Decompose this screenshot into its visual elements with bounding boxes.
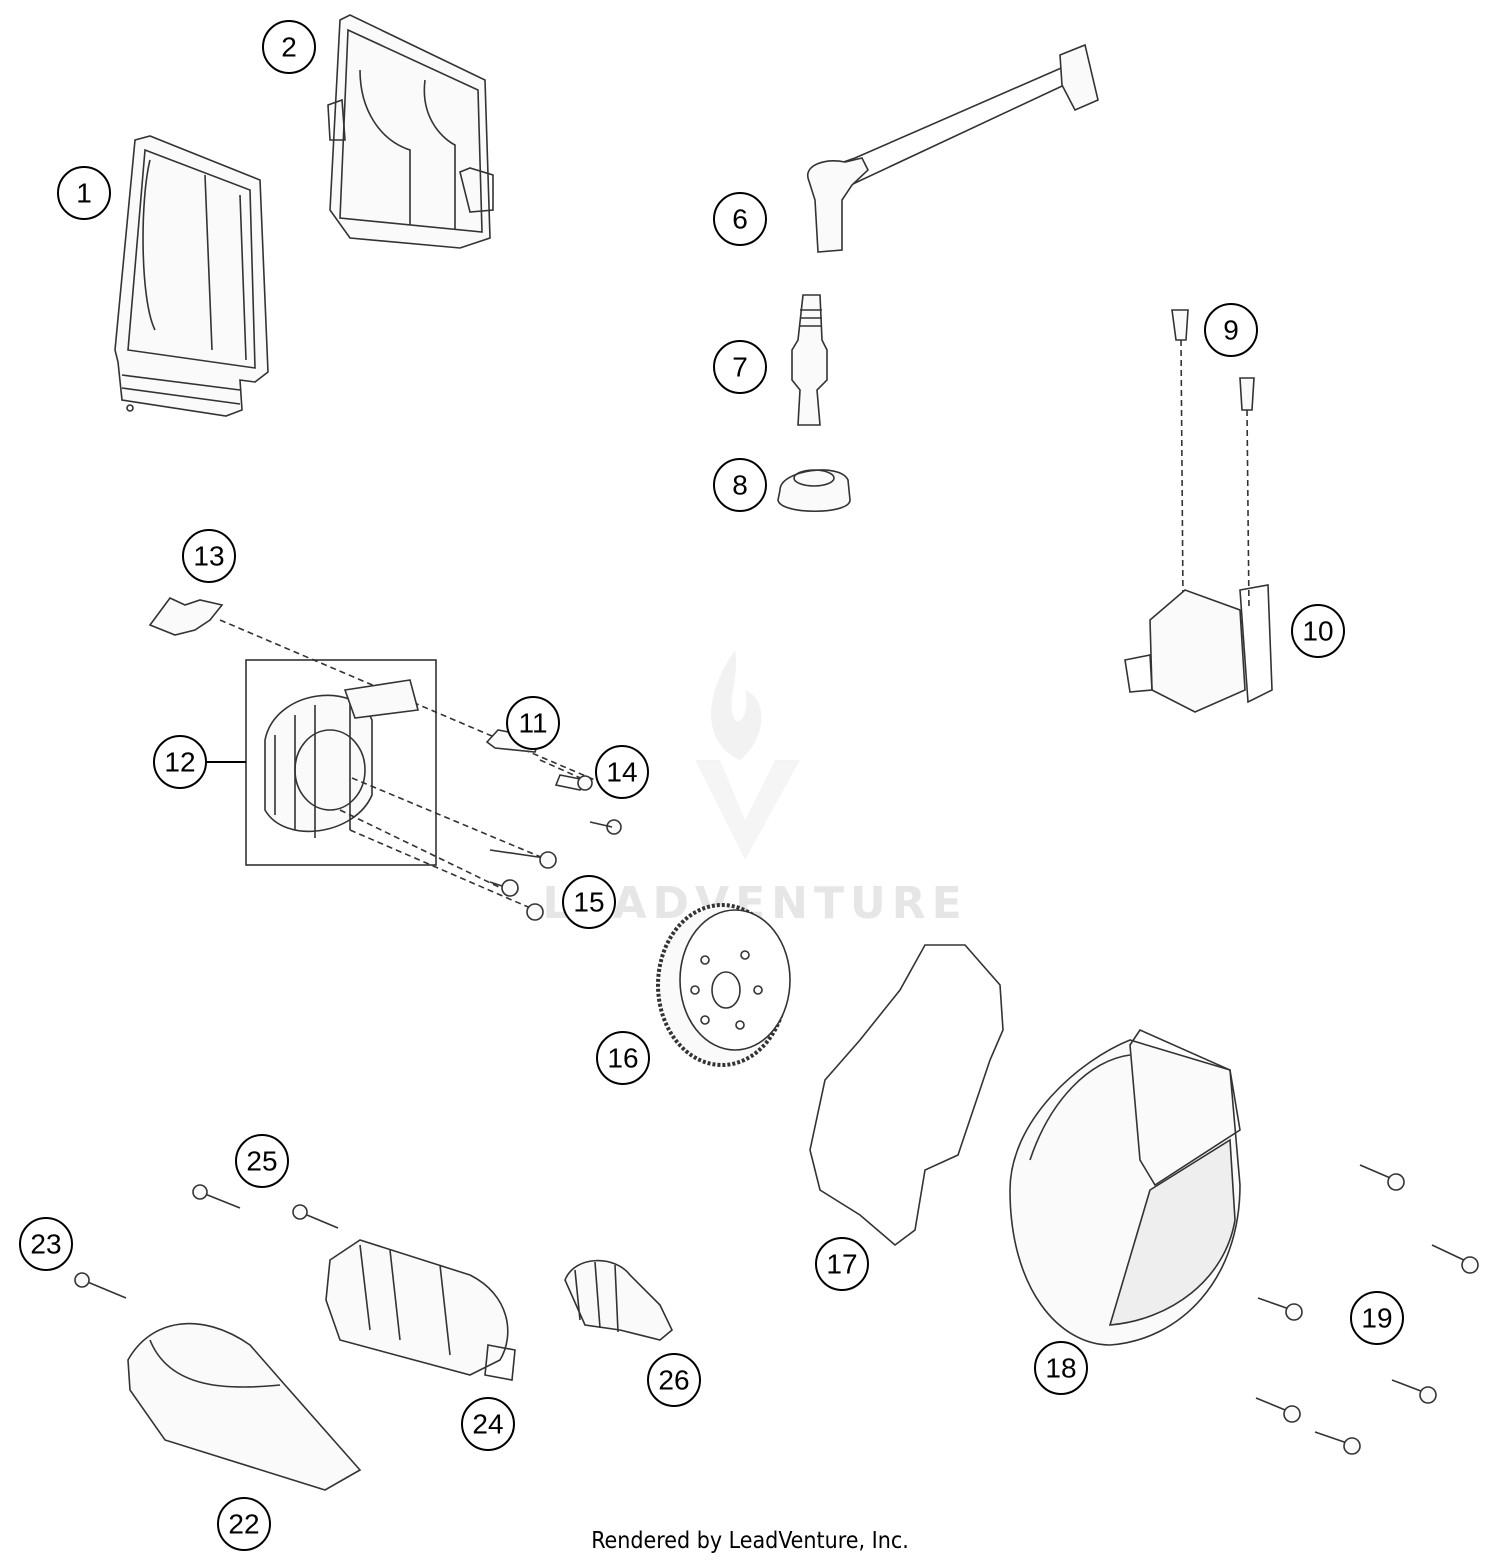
callout-label-16: 16 — [607, 1043, 638, 1074]
callout-label-18: 18 — [1045, 1353, 1076, 1384]
callout-label-1: 1 — [76, 178, 92, 209]
callout-label-7: 7 — [732, 352, 748, 383]
callout-label-11: 11 — [518, 708, 547, 739]
callout-label-12: 12 — [164, 747, 195, 778]
part-screws-14 — [554, 774, 622, 835]
callout-circle-13 — [182, 529, 236, 583]
part-seal-8 — [777, 469, 851, 512]
callout-circle-10 — [1291, 604, 1345, 658]
callout-label-6: 6 — [732, 204, 748, 235]
callout-circle-7 — [713, 340, 767, 394]
part-ecu-2 — [327, 14, 494, 249]
callouts — [19, 20, 1404, 1551]
callout-label-19: 19 — [1361, 1303, 1392, 1334]
part-rotor-16 — [656, 903, 791, 1067]
callout-circle-14 — [595, 745, 649, 799]
part-screws-15 — [489, 849, 557, 921]
callout-circle-23 — [19, 1217, 73, 1271]
part-bolt-23 — [74, 1272, 127, 1299]
part-ignition-cover-18 — [1009, 1028, 1241, 1346]
callout-circle-18 — [1034, 1341, 1088, 1395]
callout-label-13: 13 — [193, 541, 224, 572]
part-clip-13 — [148, 596, 224, 636]
callout-circle-11 — [506, 696, 560, 750]
callout-label-8: 8 — [732, 470, 748, 501]
part-gasket-17 — [809, 944, 1004, 1247]
callout-circle-16 — [596, 1031, 650, 1085]
callout-label-2: 2 — [281, 32, 297, 63]
part-starter-motor-24 — [325, 1239, 516, 1381]
callout-circle-22 — [217, 1497, 271, 1551]
callout-circle-9 — [1204, 303, 1258, 357]
callout-circle-2 — [262, 20, 316, 74]
callout-label-17: 17 — [826, 1249, 857, 1280]
callout-label-9: 9 — [1223, 315, 1239, 346]
part-ignition-coil-10 — [1124, 584, 1273, 713]
part-ecu-1 — [114, 135, 269, 417]
part-bolts-25 — [192, 1184, 339, 1229]
callout-circle-8 — [713, 458, 767, 512]
callout-circle-25 — [235, 1134, 289, 1188]
part-stator-12 — [264, 679, 420, 838]
part-spark-plug-7 — [791, 294, 828, 426]
callout-label-14: 14 — [606, 757, 637, 788]
callout-circle-15 — [562, 875, 616, 929]
part-screws-19 — [1255, 1164, 1479, 1455]
callout-circle-1 — [57, 166, 111, 220]
callout-label-24: 24 — [472, 1409, 503, 1440]
part-bendix-26 — [564, 1259, 673, 1341]
callout-label-23: 23 — [30, 1229, 61, 1260]
callout-circle-24 — [461, 1397, 515, 1451]
part-starter-guard-22 — [127, 1322, 362, 1491]
part-ignition-lead-6 — [807, 43, 1099, 253]
callout-circle-17 — [815, 1237, 869, 1291]
callout-label-22: 22 — [228, 1509, 259, 1540]
footer-credit: Rendered by LeadVenture, Inc. — [591, 1528, 909, 1554]
callout-label-10: 10 — [1302, 616, 1333, 647]
part-bolts-9 — [1171, 309, 1255, 411]
callout-label-25: 25 — [246, 1146, 277, 1177]
callout-circle-6 — [713, 192, 767, 246]
watermark-logo — [695, 650, 800, 860]
callout-circle-26 — [647, 1353, 701, 1407]
callout-label-26: 26 — [658, 1365, 689, 1396]
callout-label-15: 15 — [573, 887, 604, 918]
callout-circle-19 — [1350, 1291, 1404, 1345]
